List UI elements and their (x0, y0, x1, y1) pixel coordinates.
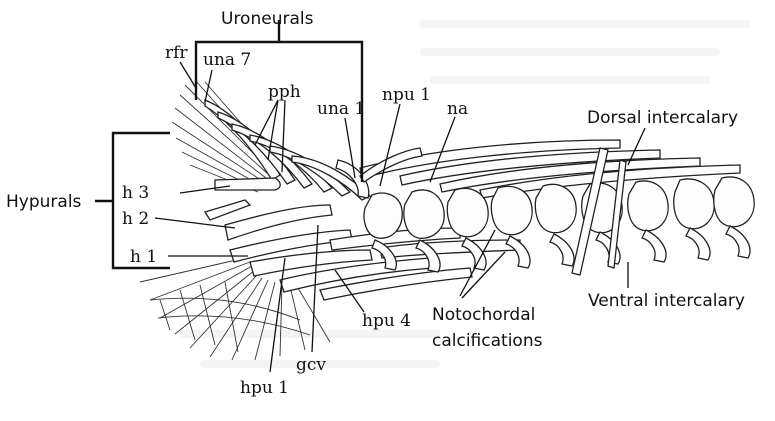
gcv-label: gcv (296, 355, 326, 375)
hypural-plates (203, 177, 373, 277)
h2-label: h 2 (122, 209, 149, 229)
uroneurals-label: Uroneurals (221, 9, 314, 29)
npu1-label: npu 1 (382, 85, 431, 105)
ventral-intercalary-label: Ventral intercalary (588, 291, 745, 311)
leader-lines (154, 61, 646, 373)
hypurals-label: Hypurals (6, 192, 82, 212)
una1-label: una 1 (317, 99, 365, 119)
h1-label: h 1 (130, 247, 157, 267)
vertebral-centra (363, 147, 755, 276)
h3-label: h 3 (122, 183, 149, 203)
rfr-label: rfr (165, 43, 188, 63)
una7-label: una 7 (203, 50, 251, 70)
dorsal-intercalary-label: Dorsal intercalary (587, 108, 738, 128)
na-label: na (447, 99, 468, 119)
hpu4-label: hpu 4 (362, 311, 411, 331)
hpu1-label: hpu 1 (240, 378, 289, 398)
neural-spines (359, 139, 741, 199)
lower-fin-rays (139, 257, 331, 361)
notochordal-label-line2: calcifications (432, 331, 543, 351)
pph-label: pph (268, 82, 301, 102)
notochordal-label-line1: Notochordal (432, 305, 535, 325)
